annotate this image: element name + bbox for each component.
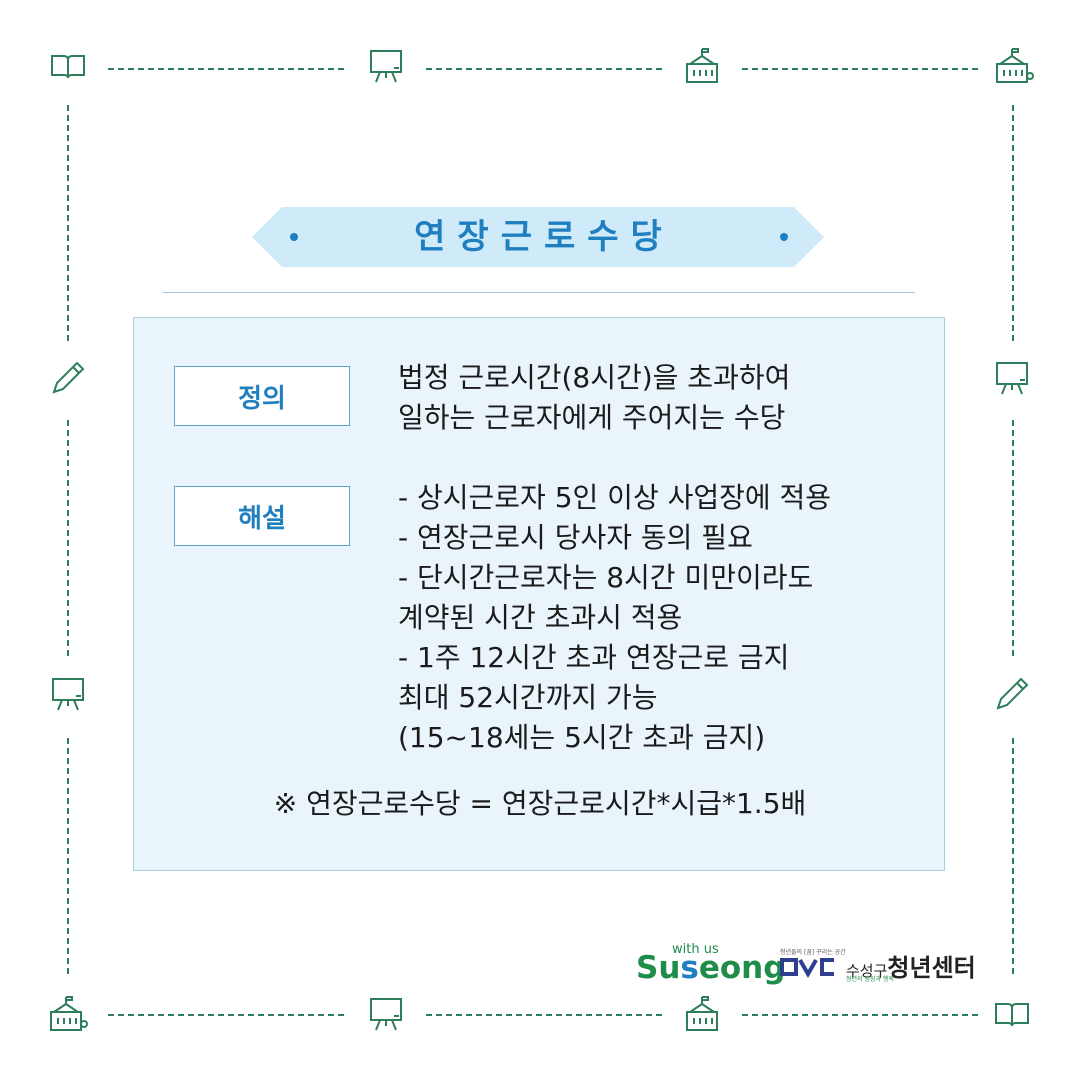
explanation-line: (15~18세는 5시간 초과 금지) xyxy=(398,721,766,754)
school-icon xyxy=(682,994,722,1034)
explanation-line: - 단시간근로자는 8시간 미만이라도 xyxy=(398,561,814,594)
center-tagline: 청년들의 [꿈] 꾸리는 공간 xyxy=(780,949,846,956)
definition-line: 일하는 근로자에게 주어지는 수당 xyxy=(398,401,786,434)
title-divider xyxy=(163,292,915,293)
frame-top-dash-1 xyxy=(108,68,344,70)
frame-right-dash-3 xyxy=(1012,738,1014,974)
center-name-main: 청년센터 xyxy=(887,954,976,982)
frame-right-dash-2 xyxy=(1012,420,1014,656)
pencil-icon xyxy=(992,674,1032,714)
formula-note: ※ 연장근로수당 = 연장근로시간*시급*1.5배 xyxy=(273,787,807,820)
suseong-logo-part: eong xyxy=(698,950,786,986)
frame-bottom-dash-1 xyxy=(108,1014,344,1016)
whiteboard-icon xyxy=(992,358,1032,398)
frame-left-dash-1 xyxy=(67,105,69,341)
center-subtitle: 청년의 성장과 행복 xyxy=(846,976,894,983)
explanation-text: - 상시근로자 5인 이상 사업장에 적용 - 연장근로시 당사자 동의 필요 … xyxy=(398,478,831,758)
frame-top-dash-2 xyxy=(426,68,662,70)
frame-bottom-dash-2 xyxy=(426,1014,662,1016)
school-icon xyxy=(682,46,722,86)
center-mark-icon xyxy=(780,948,840,982)
frame-left-dash-2 xyxy=(67,420,69,656)
frame-bottom-dash-3 xyxy=(742,1014,978,1016)
center-name-prefix: 수성구 xyxy=(846,962,888,980)
explanation-line: - 연장근로시 당사자 동의 필요 xyxy=(398,521,753,554)
with-us-text: with us xyxy=(672,942,719,957)
book-icon xyxy=(992,994,1032,1034)
suseong-logo-part: s xyxy=(680,950,699,986)
definition-text: 법정 근로시간(8시간)을 초과하여 일하는 근로자에게 주어지는 수당 xyxy=(398,358,790,438)
whiteboard-icon xyxy=(366,994,406,1034)
center-name: 수성구청년센터 xyxy=(846,948,976,983)
explanation-line: - 상시근로자 5인 이상 사업장에 적용 xyxy=(398,481,832,514)
frame-right-dash-1 xyxy=(1012,105,1014,341)
suseong-logo: Suseong xyxy=(636,950,785,986)
frame-left-dash-3 xyxy=(67,738,69,974)
whiteboard-icon xyxy=(48,674,88,714)
whiteboard-icon xyxy=(366,46,406,86)
pencil-icon xyxy=(48,358,88,398)
explanation-label: 해설 xyxy=(174,486,350,546)
school-icon xyxy=(994,46,1034,86)
definition-line: 법정 근로시간(8시간)을 초과하여 xyxy=(398,361,791,394)
suseong-logo-part: Su xyxy=(636,950,681,986)
explanation-line: 최대 52시간까지 가능 xyxy=(398,681,658,714)
title-banner: 연장근로수당 xyxy=(252,207,824,267)
school-icon xyxy=(48,994,88,1034)
frame-top-dash-3 xyxy=(742,68,978,70)
page-title: 연장근로수당 xyxy=(414,217,674,257)
explanation-line: 계약된 시간 초과시 적용 xyxy=(398,601,683,634)
definition-label: 정의 xyxy=(174,366,350,426)
book-icon xyxy=(48,46,88,86)
content-panel: 정의 법정 근로시간(8시간)을 초과하여 일하는 근로자에게 주어지는 수당 … xyxy=(133,317,945,871)
explanation-line: - 1주 12시간 초과 연장근로 금지 xyxy=(398,641,790,674)
